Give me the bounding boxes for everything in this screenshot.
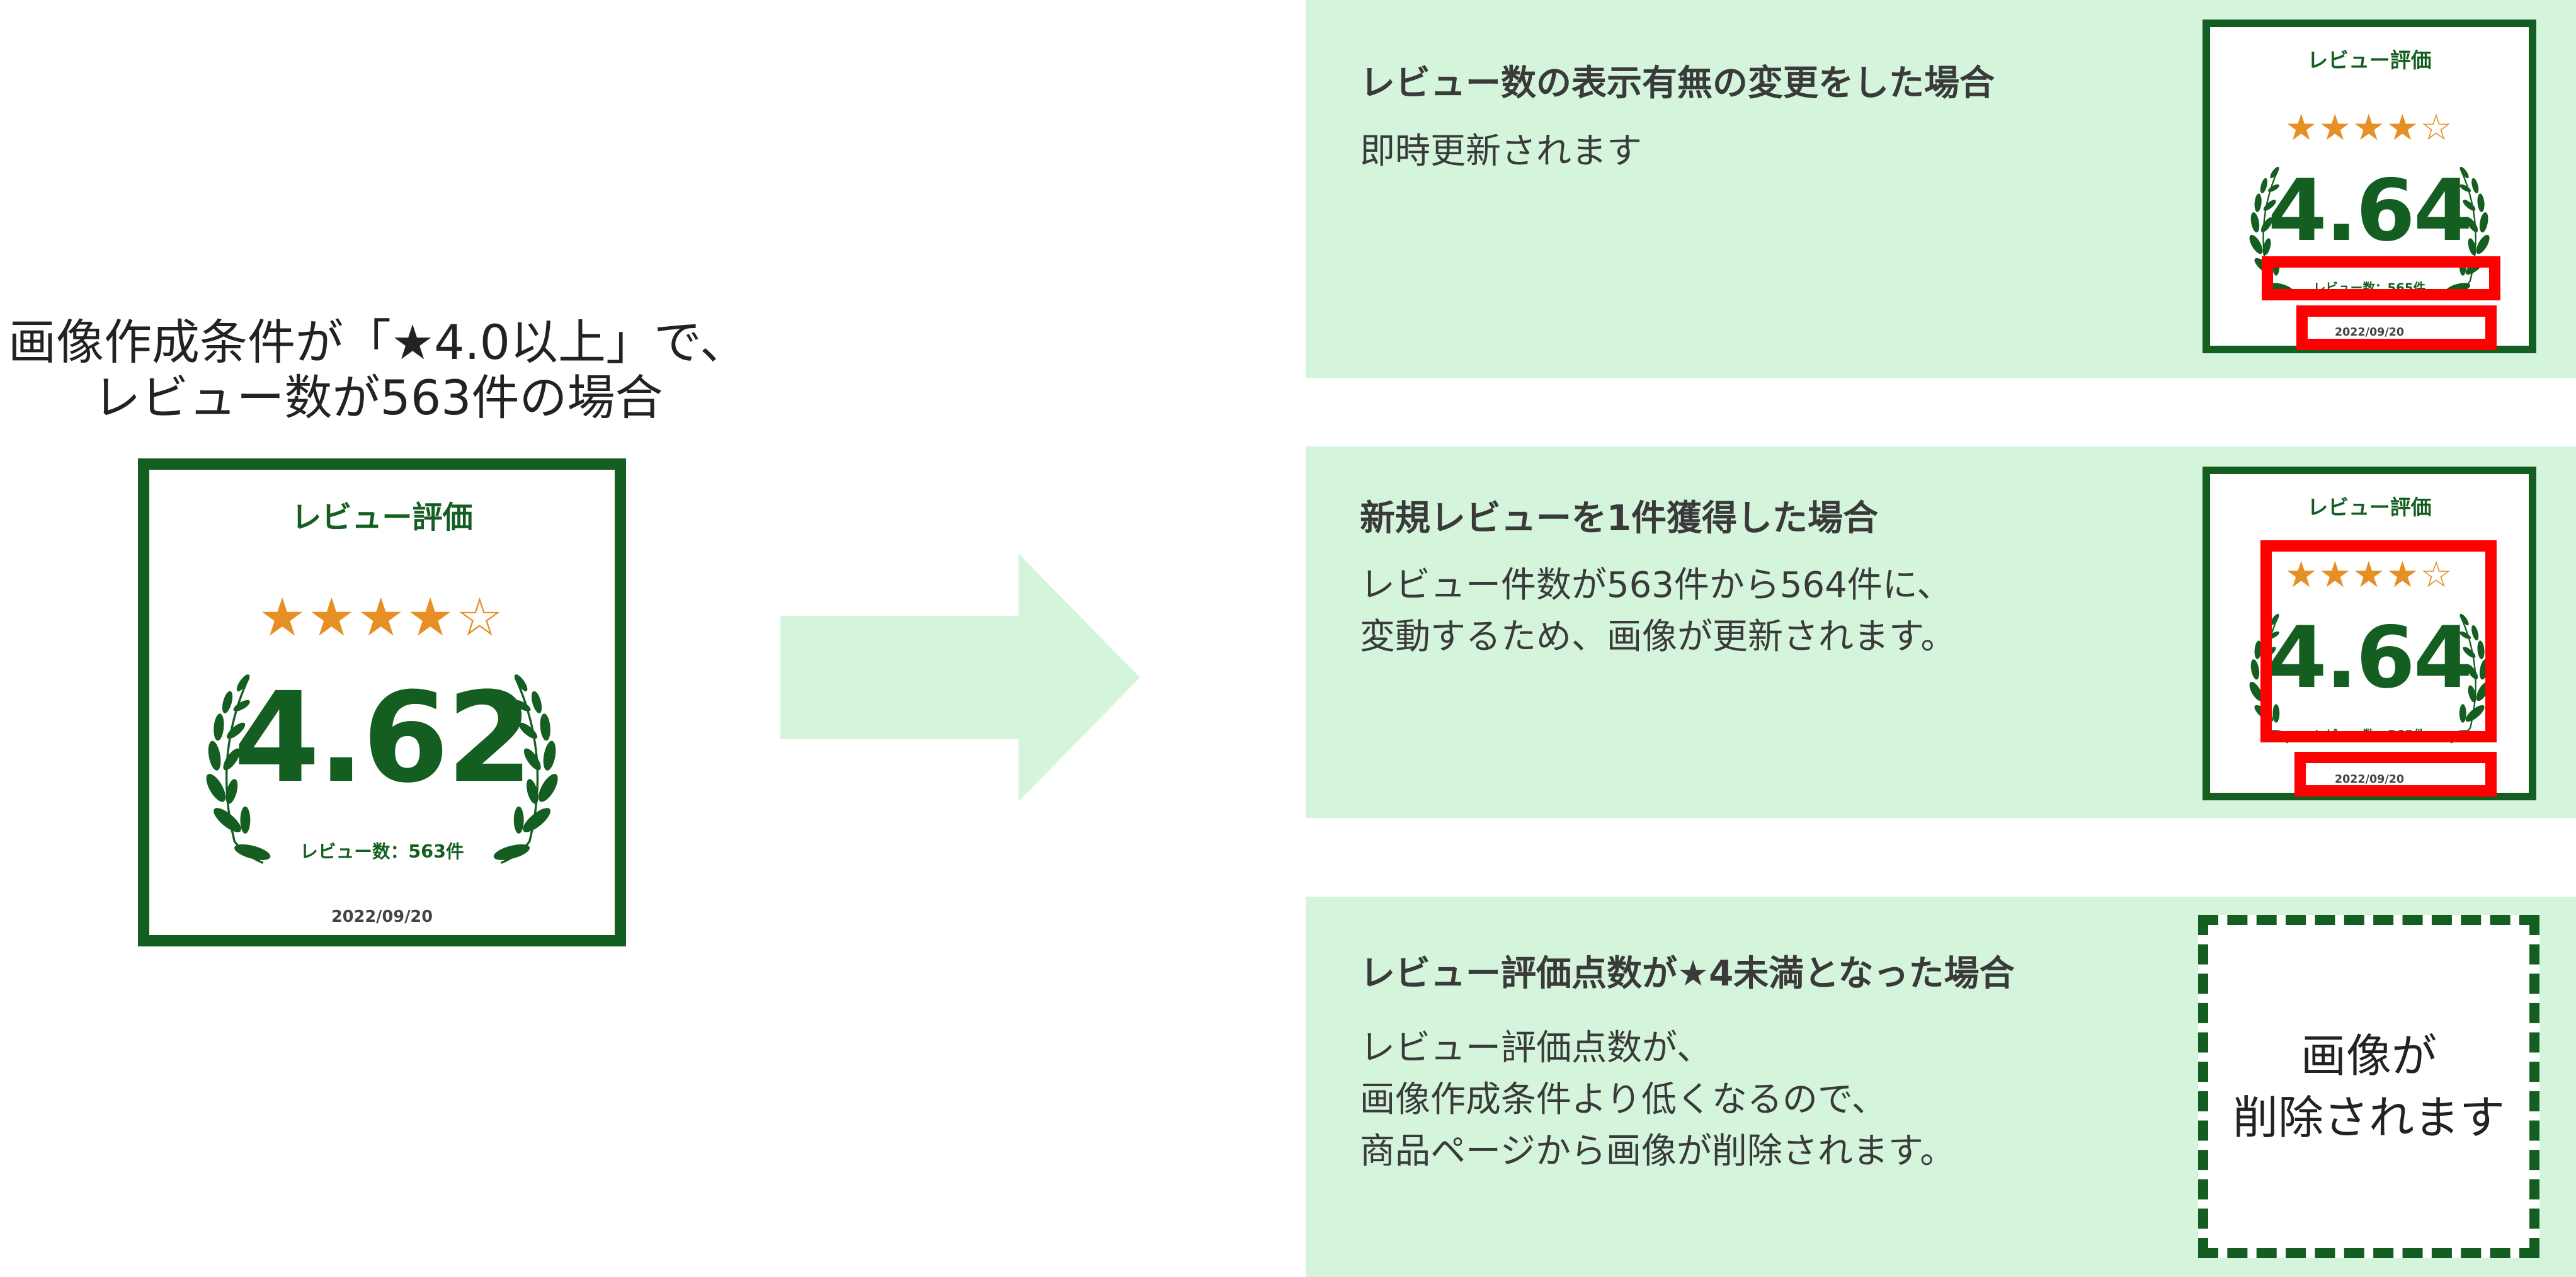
review-badge-image: レビュー評価 ★★★★☆ 4.64 レビュー数：565件 2022/09/20 [2203, 20, 2536, 353]
badge-title: レビュー評価 [291, 500, 473, 536]
condition-caption: 画像作成条件が「★4.0以上」で、 レビュー数が563件の場合 [0, 315, 756, 426]
condition-line-1: 画像作成条件が「★4.0以上」で、 [8, 314, 748, 370]
badge-date: 2022/09/20 [2334, 326, 2405, 339]
star-rating-icon: ★★★★☆ [2285, 553, 2454, 596]
highlight-box [2262, 256, 2500, 300]
rating-score: 4.64 [2267, 161, 2473, 261]
highlight-box [2260, 540, 2497, 742]
rating-score: 4.64 [2267, 608, 2473, 708]
highlight-box [2296, 305, 2497, 350]
condition-line-2: レビュー数が563件の場合 [93, 370, 663, 426]
case-body-line: 画像作成条件より低くなるので、 [1360, 1079, 1887, 1120]
arrow-right-icon [780, 553, 1140, 802]
badge-title: レビュー評価 [2307, 47, 2432, 72]
placeholder-line: 削除されます [2232, 1091, 2505, 1144]
review-badge-image: レビュー評価 ★★★★☆ 4.62 レビュー数：563件 2022/09/20 [138, 458, 626, 946]
case-body-line: 変動するため、画像が更新されます。 [1360, 616, 1956, 657]
case-body-line: レビュー評価点数が、 [1360, 1028, 1712, 1069]
case-body: 即時更新されます [1360, 126, 1642, 178]
case-title: 新規レビューを1件獲得した場合 [1360, 498, 1878, 539]
review-badge-image: レビュー評価 ★★★★☆ 4.64 レビュー数：565件 2022/09/20 [2203, 467, 2536, 800]
review-count: レビュー数：563件 [300, 840, 464, 862]
highlight-box [2294, 752, 2497, 797]
case-body: レビュー評価点数が、 画像作成条件より低くなるので、 商品ページから画像が削除さ… [1360, 1023, 1955, 1178]
rating-score: 4.62 [233, 666, 533, 811]
badge-date: 2022/09/20 [2334, 773, 2405, 786]
case-title: レビュー評価点数が★4未満となった場合 [1360, 953, 2015, 994]
star-rating-icon: ★★★★☆ [258, 586, 506, 648]
case-body-line: 即時更新されます [1360, 131, 1642, 172]
placeholder-line: 画像が [2300, 1029, 2437, 1082]
badge-date: 2022/09/20 [331, 907, 433, 926]
badge-title: レビュー評価 [2307, 494, 2432, 519]
case-body-line: レビュー件数が563件から564件に、 [1360, 565, 1952, 606]
case-title: レビュー数の表示有無の変更をした場合 [1360, 63, 1995, 104]
star-rating-icon: ★★★★☆ [2285, 106, 2454, 149]
deleted-image-placeholder: 画像が 削除されます [2198, 915, 2539, 1258]
case-body-line: 商品ページから画像が削除されます。 [1360, 1131, 1956, 1172]
case-body: レビュー件数が563件から564件に、 変動するため、画像が更新されます。 [1360, 560, 1956, 663]
